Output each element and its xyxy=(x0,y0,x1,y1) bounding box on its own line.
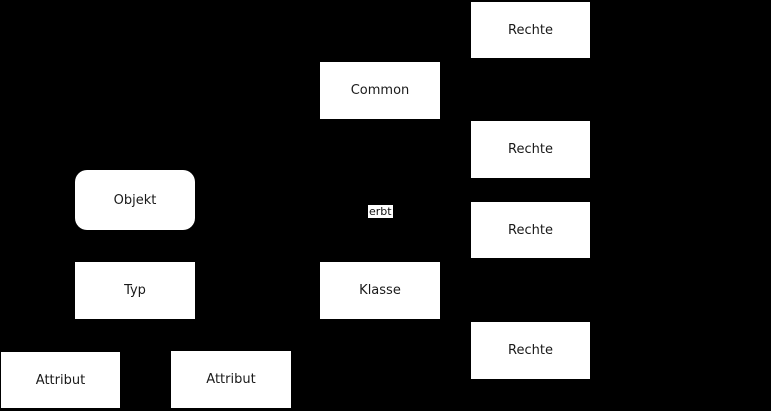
node-rechte-1[interactable]: Rechte xyxy=(471,2,590,58)
node-attribut-1[interactable]: Attribut xyxy=(1,352,120,408)
node-label: Common xyxy=(350,83,410,98)
node-rechte-4[interactable]: Rechte xyxy=(471,322,590,379)
node-klasse[interactable]: Klasse xyxy=(320,262,440,319)
node-label: Rechte xyxy=(508,222,553,238)
node-label: Rechte xyxy=(508,22,553,38)
node-label: Attribut xyxy=(35,372,86,388)
node-label: Rechte xyxy=(508,343,553,358)
node-label: Typ xyxy=(124,283,146,298)
edge-label-text: erbt xyxy=(369,205,392,218)
node-objekt[interactable]: Objekt xyxy=(75,170,195,230)
node-label: Attribut xyxy=(206,372,256,387)
node-typ[interactable]: Typ xyxy=(75,262,195,319)
node-label: Objekt xyxy=(113,192,157,208)
node-label: Klasse xyxy=(359,283,401,298)
edge-label-erbt: erbt xyxy=(368,205,393,218)
node-label: Rechte xyxy=(508,142,553,157)
node-rechte-2[interactable]: Rechte xyxy=(471,121,590,178)
node-attribut-2[interactable]: Attribut xyxy=(171,351,291,408)
node-rechte-3[interactable]: Rechte xyxy=(471,202,590,258)
node-common[interactable]: Common xyxy=(320,62,440,119)
